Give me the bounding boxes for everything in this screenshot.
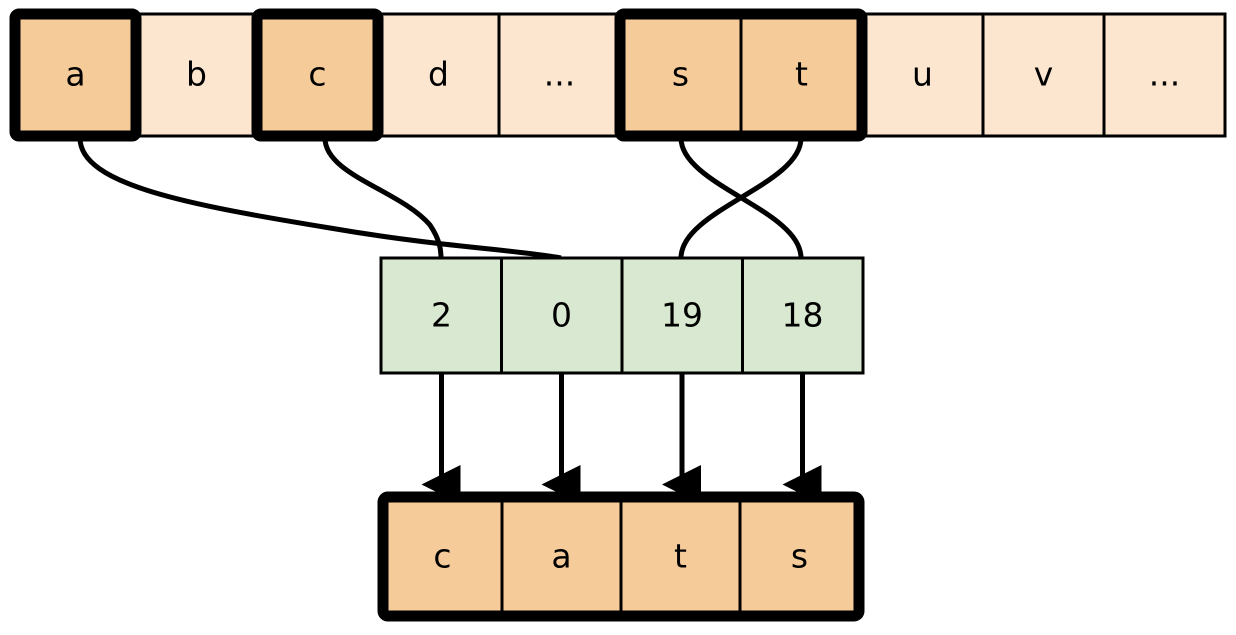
mapping-curve-t-to-19 [678,137,804,259]
index-row: 2 0 19 18 [379,256,865,375]
index-cell-label-2: 19 [661,296,703,335]
vocab-cell-label-2: c [308,55,326,94]
index-cell-bg-0 [381,258,502,373]
output-cell-bg-1 [502,497,621,616]
vocab-cell-label-0: a [65,55,85,94]
vocab-cell-border-a[interactable] [9,8,142,142]
vocab-cell-highlight-s [620,14,741,136]
index-cell-bg-3 [742,258,863,373]
output-cell-label-2: t [674,537,687,576]
vocab-cell-highlight-c [257,14,378,136]
vocab-cell-bg-9 [1104,14,1225,136]
vocab-cell-highlight-a [15,14,136,136]
output-cell-bg-2 [621,497,740,616]
output-cell-label-0: c [433,537,451,576]
index-cell-label-0: 2 [431,296,452,335]
output-cell-label-1: a [551,537,571,576]
mapping-curves [77,137,804,261]
index-cell-bg-1 [501,258,622,373]
vocab-cell-bg-4 [499,14,620,136]
index-cell-label-1: 0 [551,296,572,335]
output-row-border[interactable] [377,491,865,622]
vocab-cell-bg-1 [136,14,257,136]
index-cell-label-3: 18 [782,296,824,335]
vocab-cell-label-6: t [795,55,808,94]
vocab-cell-label-7: u [912,55,933,94]
vocab-cell-label-9: ... [1149,55,1180,94]
vocab-cell-bg-7 [862,14,983,136]
index-cell-bg-2 [622,258,743,373]
vocab-cell-label-8: v [1034,55,1054,94]
output-cell-label-3: s [791,537,808,576]
output-cell-bg-3 [740,497,859,616]
mapping-curve-a-to-0 [77,137,562,261]
vocab-cell-border-st[interactable] [614,8,868,142]
vocab-cell-label-3: d [428,55,449,94]
vocab-cell-label-5: s [672,55,689,94]
output-row: c a t s [377,491,865,622]
vocab-cell-label-1: b [186,55,207,94]
output-arrows [421,373,822,505]
output-cell-bg-0 [383,497,502,616]
vocab-cell-highlight-t [741,14,862,136]
vocab-cell-bg-8 [983,14,1104,136]
mapping-curve-c-to-2 [322,137,444,259]
vocabulary-row: a b c d ... s t u v ... [9,8,1227,142]
vocab-cell-border-c[interactable] [251,8,384,142]
vocab-cell-label-4: ... [544,55,575,94]
vocab-cell-bg-3 [378,14,499,136]
